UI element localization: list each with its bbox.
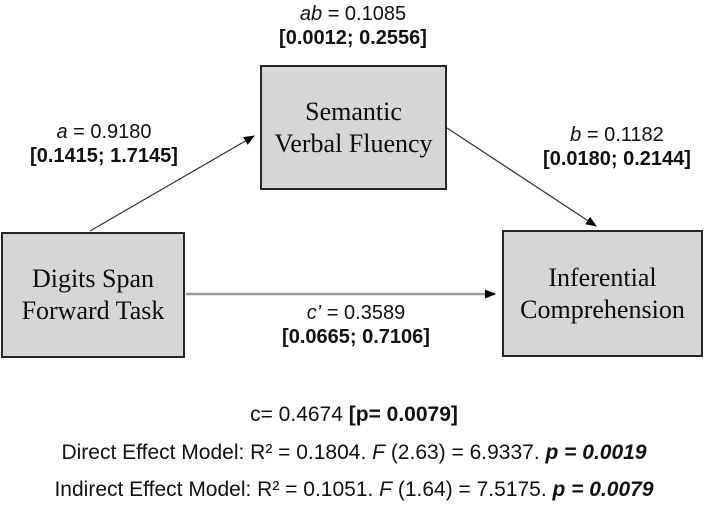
- path-b-coefficient: b = 0.1182: [543, 123, 691, 147]
- path-c-prime-label: c’ = 0.3589 [0.0665; 0.7106]: [282, 301, 430, 349]
- path-ab-variable: ab: [299, 3, 323, 25]
- path-b-value: = 0.1182: [586, 124, 664, 146]
- path-c-prime-coefficient: c’ = 0.3589: [282, 301, 430, 325]
- total-effect-stat-line: c= 0.4674 [p= 0.0079]: [0, 402, 708, 427]
- path-b-variable: b: [570, 124, 582, 146]
- indirect-model-p-value: p = 0.0079: [552, 478, 654, 501]
- path-ab-confidence-interval: [0.0012; 0.2556]: [279, 27, 427, 49]
- indirect-model-f-value: (1.64) = 7.5175.: [392, 478, 553, 501]
- path-b-label: b = 0.1182 [0.0180; 0.2144]: [543, 123, 691, 171]
- outcome-label-line2: Comprehension: [520, 294, 685, 324]
- mediator-box: Semantic Verbal Fluency: [260, 65, 447, 190]
- indirect-model-f-symbol: F: [379, 478, 392, 501]
- predictor-label-line2: Forward Task: [21, 296, 165, 325]
- path-c-prime-variable: c’: [306, 302, 322, 324]
- path-b-confidence-interval: [0.0180; 0.2144]: [543, 148, 691, 170]
- indirect-effect-model-stat-line: Indirect Effect Model: R² = 0.1051. F (1…: [0, 477, 708, 502]
- direct-model-f-symbol: F: [372, 441, 385, 464]
- total-effect-value: c= 0.4674: [250, 403, 349, 426]
- direct-model-p-value: p = 0.0019: [545, 441, 647, 464]
- path-a-confidence-interval: [0.1415; 1.7145]: [30, 145, 178, 167]
- direct-model-f-value: (2.63) = 6.9337.: [384, 441, 546, 464]
- path-ab-label: ab = 0.1085 [0.0012; 0.2556]: [279, 2, 427, 50]
- path-ab-coefficient: ab = 0.1085: [279, 2, 427, 26]
- path-a-label: a = 0.9180 [0.1415; 1.7145]: [30, 120, 178, 168]
- outcome-box: Inferential Comprehension: [502, 230, 703, 357]
- total-effect-p-value: [p= 0.0079]: [348, 403, 458, 426]
- path-a-coefficient: a = 0.9180: [30, 120, 178, 144]
- indirect-model-prefix: Indirect Effect Model: R² = 0.1051.: [54, 478, 380, 501]
- direct-model-prefix: Direct Effect Model: R² = 0.1804.: [61, 441, 373, 464]
- path-a-value: = 0.9180: [73, 121, 152, 143]
- predictor-label-line1: Digits Span: [31, 264, 155, 293]
- path-a-variable: a: [56, 121, 68, 143]
- mediator-label-line2: Verbal Fluency: [274, 128, 433, 158]
- path-c-prime-value: = 0.3589: [326, 302, 406, 324]
- path-c-prime-confidence-interval: [0.0665; 0.7106]: [282, 326, 430, 348]
- predictor-box: Digits Span Forward Task: [1, 232, 185, 358]
- path-ab-value: = 0.1085: [327, 3, 407, 25]
- outcome-label-line1: Inferential: [548, 262, 657, 292]
- direct-effect-model-stat-line: Direct Effect Model: R² = 0.1804. F (2.6…: [0, 440, 708, 465]
- mediator-label-line1: Semantic: [305, 96, 402, 126]
